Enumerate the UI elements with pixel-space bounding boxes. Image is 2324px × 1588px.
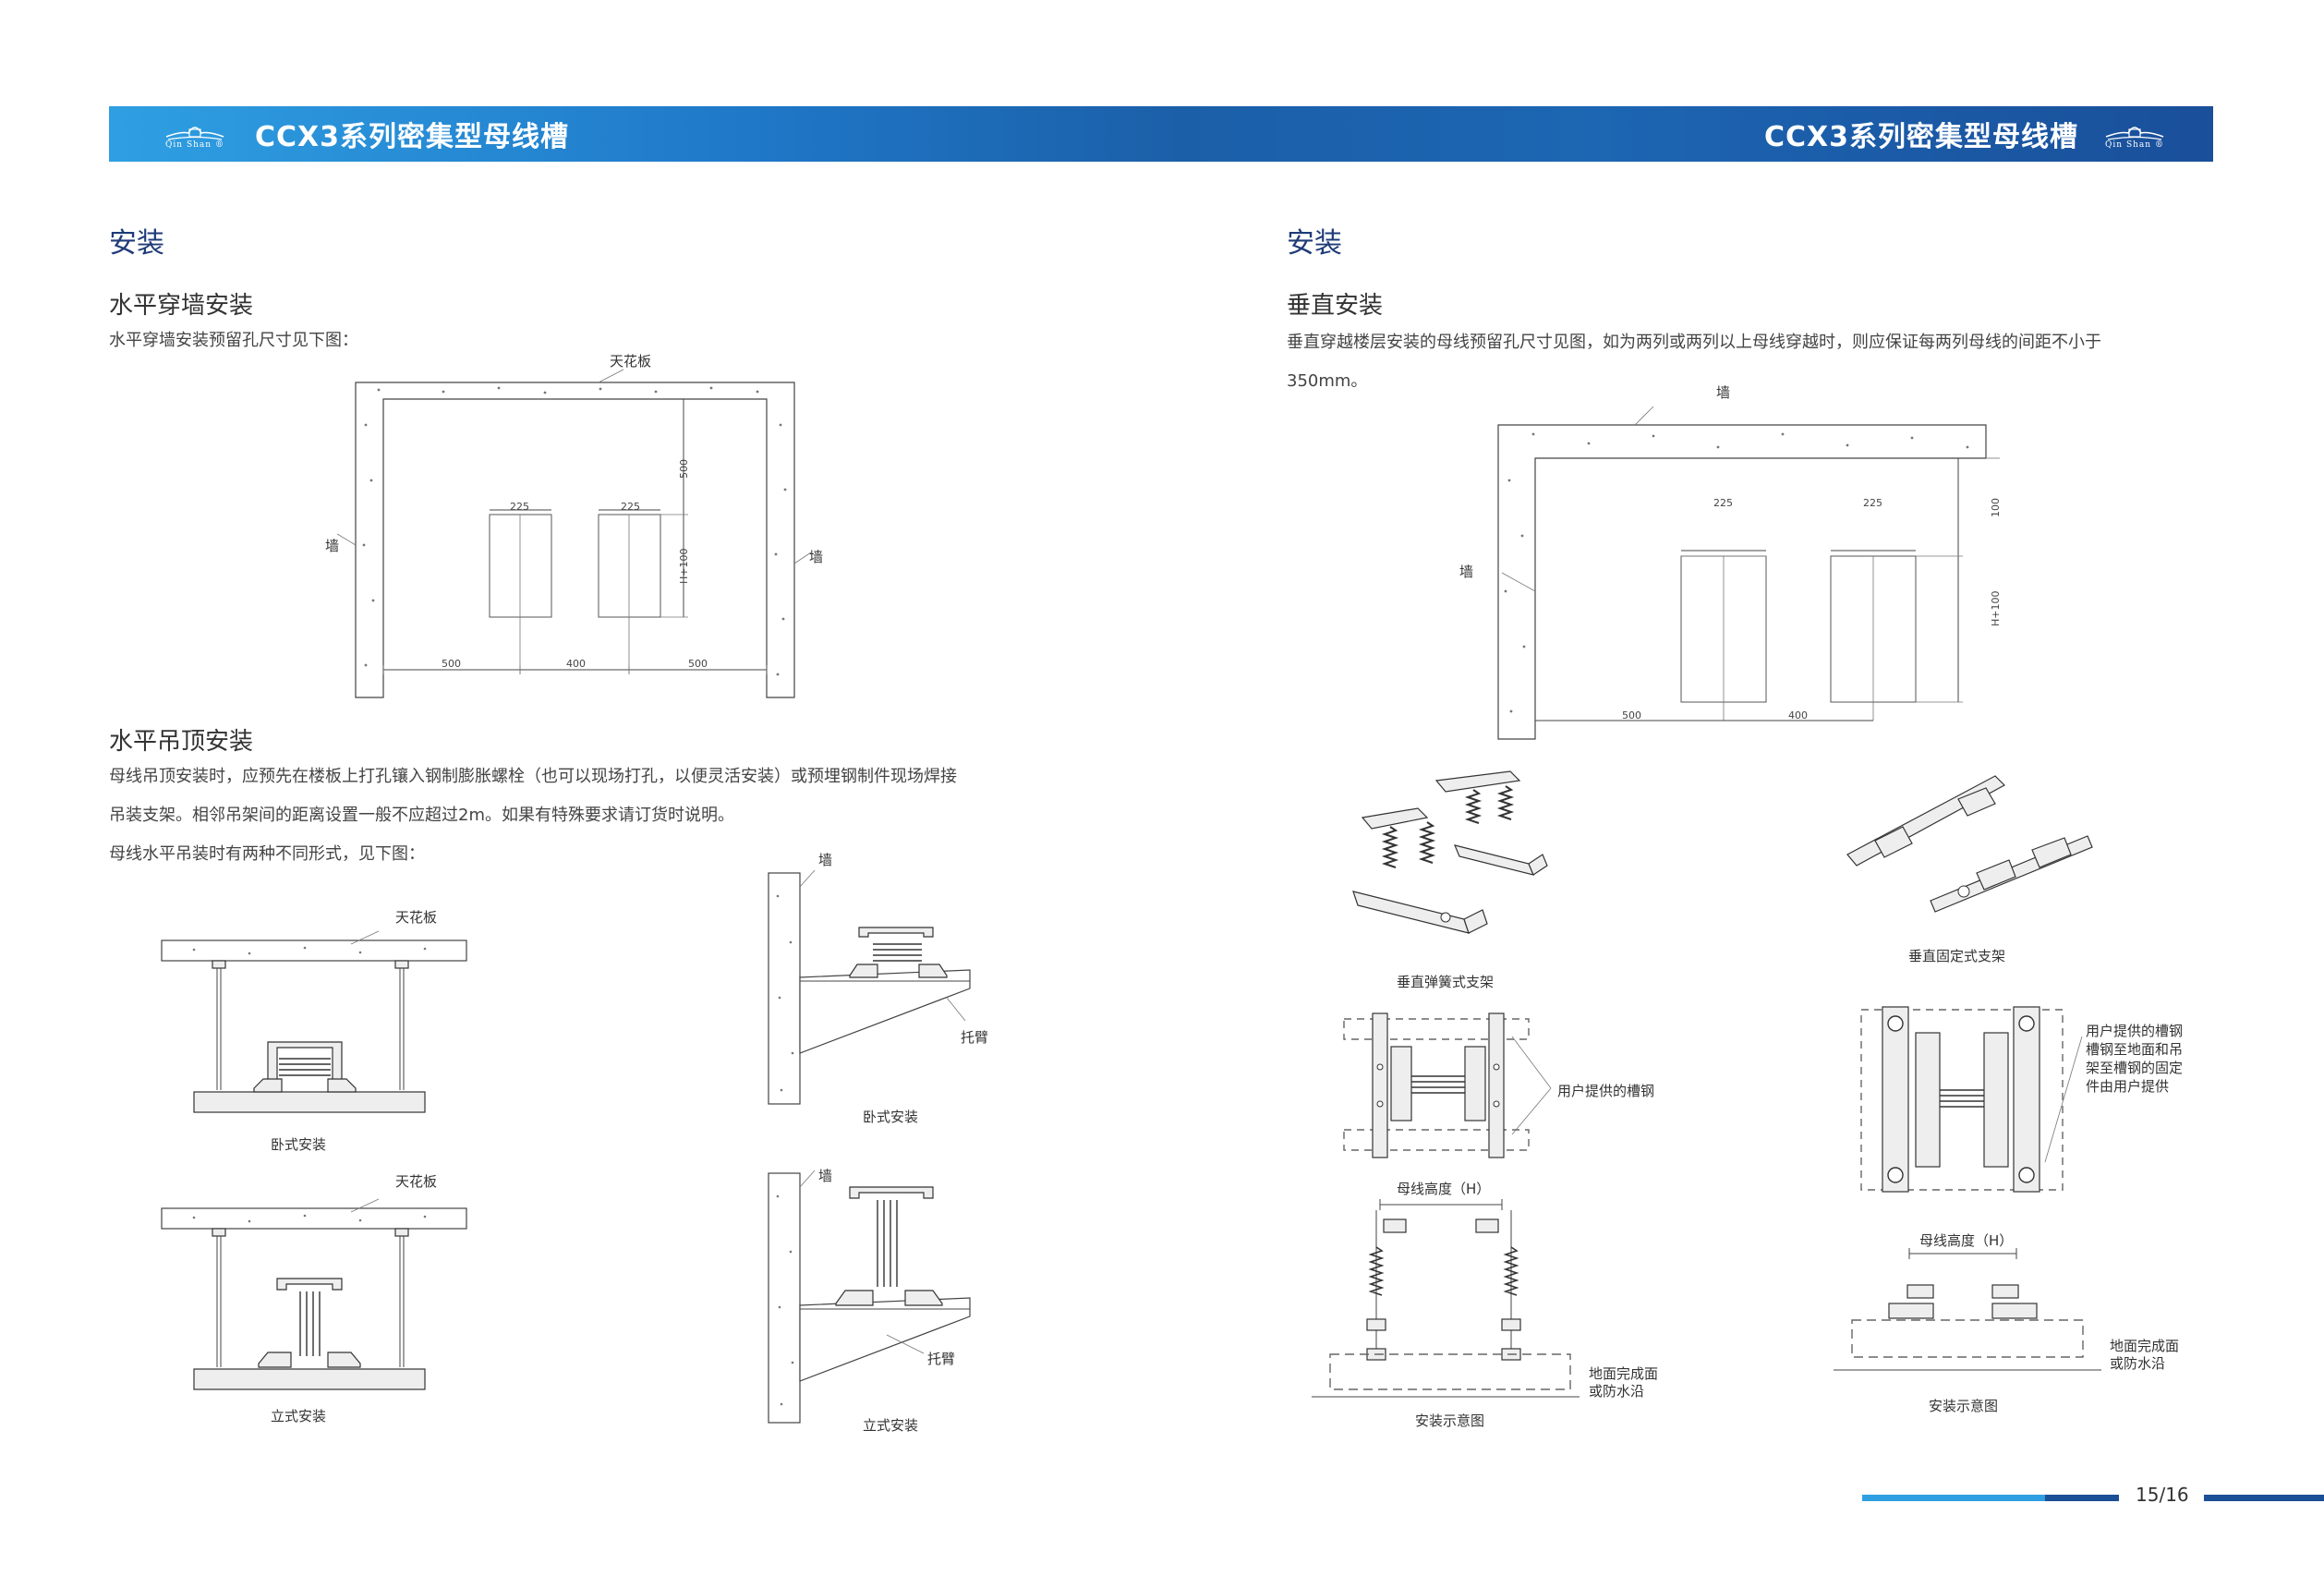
spring-support-front-view xyxy=(1343,1012,1530,1158)
fig3-caption: 卧式安装 xyxy=(863,1109,919,1125)
fixed-support-drawing xyxy=(1846,775,2093,913)
busbar-height-left: 母线高度（H） xyxy=(1397,1181,1491,1197)
leader-lines-right xyxy=(2044,1036,2083,1163)
user-channel-note-3: 架至槽钢的固定 xyxy=(2086,1060,2184,1076)
dim-225-b-right: 225 xyxy=(1863,497,1882,509)
floor-note-right-2: 或防水沿 xyxy=(2110,1355,2166,1372)
footer-bar-dark-right xyxy=(2204,1495,2324,1501)
spring-support-drawing xyxy=(1352,770,1548,934)
user-channel-label: 用户提供的槽钢 xyxy=(1557,1083,1655,1099)
busbar-height-right: 母线高度（H） xyxy=(1919,1232,2014,1249)
fig4-caption: 立式安装 xyxy=(863,1417,919,1434)
dim-400-right: 400 xyxy=(1788,709,1808,721)
wall-bracket-vertical-diagram xyxy=(768,1170,971,1424)
label-wall-top: 墙 xyxy=(1716,384,1731,401)
ceiling-install-desc-2: 吊装支架。相邻吊架间的距离设置一般不应超过2m。如果有特殊要求请订货时说明。 xyxy=(109,806,734,825)
fig4-arm-label: 托臂 xyxy=(927,1351,956,1367)
fig2-caption: 立式安装 xyxy=(271,1408,327,1424)
vertical-install-title: 垂直安装 xyxy=(1287,292,1384,320)
floor-note-left-2: 或防水沿 xyxy=(1589,1383,1645,1400)
vertical-install-desc-1: 垂直穿越楼层安装的母线预留孔尺寸见图，如为两列或两列以上母线穿越时，则应保证每两… xyxy=(1287,333,2101,352)
fixed-support-front-view xyxy=(1860,1006,2064,1193)
logo-text: Qin Shan ® xyxy=(2105,140,2164,150)
footer-bar-dark xyxy=(2045,1495,2119,1501)
spring-support-caption: 垂直弹簧式支架 xyxy=(1397,974,1495,990)
ceiling-horizontal-diagram xyxy=(161,930,467,1113)
header-title-left: CCX3系列密集型母线槽 xyxy=(255,121,570,153)
ceiling-install-desc-1: 母线吊顶安装时，应预先在楼板上打孔镶入钢制膨胀螺栓（也可以现场打孔，以便灵活安装… xyxy=(109,767,957,786)
label-wall-left-right-page: 墙 xyxy=(1459,564,1474,580)
page-number: 15/16 xyxy=(2136,1484,2189,1506)
ceiling-install-title: 水平吊顶安装 xyxy=(109,728,254,756)
header-banner-right: CCX3系列密集型母线槽 Qin Shan ® xyxy=(1180,106,2213,162)
ceiling-vertical-diagram xyxy=(161,1198,467,1390)
dim-225-a-right: 225 xyxy=(1713,497,1733,509)
dim-225-b: 225 xyxy=(621,501,640,513)
vertical-install-desc-2: 350mm。 xyxy=(1287,371,1368,391)
brand-logo-right: Qin Shan ® xyxy=(2093,118,2176,150)
wall-install-title: 水平穿墙安装 xyxy=(109,292,254,320)
logo-mountain-icon xyxy=(165,127,224,140)
fixed-support-caption: 垂直固定式支架 xyxy=(1908,948,2006,964)
fig3-arm-label: 托臂 xyxy=(961,1029,989,1046)
fig2-ceiling-label: 天花板 xyxy=(395,1173,438,1190)
dim-h100-right: H+100 xyxy=(1990,590,2002,626)
wall-install-desc: 水平穿墙安装预留孔尺寸见下图： xyxy=(109,331,358,350)
vertical-penetration-diagram xyxy=(1497,406,2000,740)
dim-100-right: 100 xyxy=(1990,498,2002,517)
label-ceiling: 天花板 xyxy=(610,353,652,370)
dim-500-b: 500 xyxy=(688,658,708,670)
dim-225-a: 225 xyxy=(510,501,529,513)
user-channel-note-4: 件由用户提供 xyxy=(2086,1078,2170,1095)
right-section-title: 安装 xyxy=(1287,227,1342,260)
user-channel-note-2: 槽钢至地面和吊 xyxy=(2086,1041,2184,1058)
install-diagram-right xyxy=(1834,1248,2101,1371)
leader-lines xyxy=(1511,1036,1552,1135)
install-caption-right: 安装示意图 xyxy=(1929,1398,1999,1414)
brand-logo: Qin Shan ® xyxy=(153,118,236,150)
dim-h100: H+100 xyxy=(678,548,690,584)
label-wall-right: 墙 xyxy=(809,549,824,565)
fig3-wall-label: 墙 xyxy=(818,852,833,868)
left-section-title: 安装 xyxy=(109,227,164,260)
ceiling-install-desc-3: 母线水平吊装时有两种不同形式，见下图： xyxy=(109,844,425,864)
fig4-wall-label: 墙 xyxy=(818,1168,833,1184)
dim-500-right: 500 xyxy=(1622,709,1641,721)
wall-penetration-diagram xyxy=(336,369,812,698)
wall-bracket-horizontal-diagram xyxy=(768,869,971,1105)
logo-text: Qin Shan ® xyxy=(165,140,224,150)
dim-400: 400 xyxy=(566,658,586,670)
label-wall-left: 墙 xyxy=(325,538,340,554)
fig1-caption: 卧式安装 xyxy=(271,1136,327,1153)
header-title-right: CCX3系列密集型母线槽 xyxy=(1763,121,2078,153)
header-banner-left: Qin Shan ® CCX3系列密集型母线槽 xyxy=(109,106,1180,162)
dim-500-a: 500 xyxy=(442,658,461,670)
floor-note-right-1: 地面完成面 xyxy=(2110,1338,2180,1354)
fig1-ceiling-label: 天花板 xyxy=(395,909,438,926)
dim-500-vertical: 500 xyxy=(678,459,690,479)
floor-note-left-1: 地面完成面 xyxy=(1589,1365,1659,1382)
install-diagram-left xyxy=(1312,1199,1580,1398)
install-caption-left: 安装示意图 xyxy=(1415,1412,1485,1429)
footer-bar-light xyxy=(1862,1495,2045,1501)
user-channel-note-1: 用户提供的槽钢 xyxy=(2086,1023,2184,1039)
logo-mountain-icon xyxy=(2105,127,2164,140)
